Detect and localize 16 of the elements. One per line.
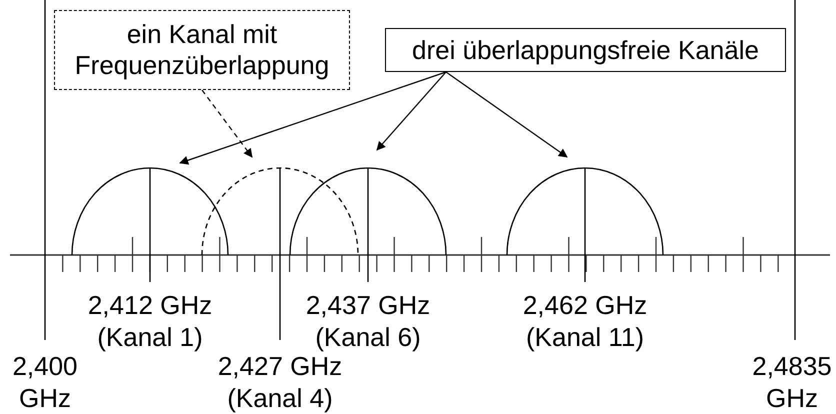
channel-arc [289,168,447,256]
frequency-label: 2,437 GHz (Kanal 6) [304,289,432,353]
frequency-label: 2,462 GHz (Kanal 11) [522,289,648,353]
arrow [446,72,568,158]
frequency-label: 2,412 GHz (Kanal 1) [86,289,214,353]
frequency-label: 2,400 GHz [11,350,79,414]
frequency-label: 2,427 GHz (Kanal 4) [216,351,342,414]
callout-box: drei überlappungsfreie Kanäle [385,28,786,72]
arrow [179,71,446,165]
arrow [202,90,253,158]
arrow [376,72,446,151]
channel-arc [506,168,664,256]
channel-arc [71,168,229,256]
frequency-label: 2,4835 GHz [751,350,833,414]
callout-box: ein Kanal mit Frequenzüberlappung [54,10,350,90]
dashed-channel-arc [201,168,359,256]
